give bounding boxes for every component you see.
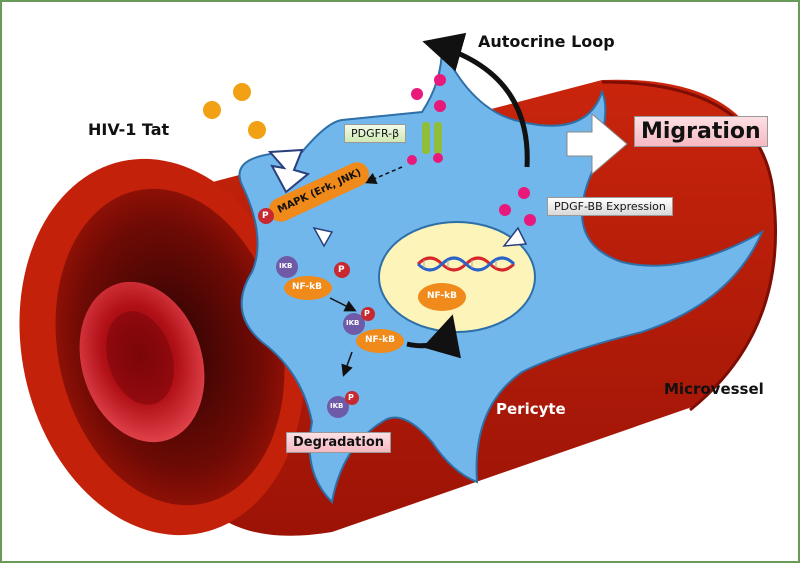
autocrine-loop-arrow xyxy=(422,32,530,168)
pdgf-expression-label: PDGF-BB Expression xyxy=(547,197,673,216)
microvessel-label: Microvessel xyxy=(664,380,764,398)
ikb-protein xyxy=(343,313,365,335)
nfkb-translocation-arrow xyxy=(406,314,461,359)
signal-arrow xyxy=(312,226,334,248)
p-label: P xyxy=(338,265,345,275)
pdgf-bb-ligand xyxy=(518,187,530,199)
pericyte-label: Pericyte xyxy=(496,400,566,418)
pdgf-bb-ligand xyxy=(433,153,443,163)
hiv-tat-molecule xyxy=(233,83,251,101)
hiv-tat-label: HIV-1 Tat xyxy=(88,120,170,139)
migration-label: Migration xyxy=(634,116,768,147)
ikb-label: IKB xyxy=(346,319,360,327)
nfkb-label: NF-kB xyxy=(292,282,322,292)
p-label: P xyxy=(348,393,354,402)
ikb-label: IKB xyxy=(279,262,293,270)
hiv-tat-molecule xyxy=(203,101,221,119)
pdgf-bb-ligand xyxy=(499,204,511,216)
p-label: P xyxy=(262,211,269,221)
expression-arrow xyxy=(502,226,528,247)
phospho-marker xyxy=(334,262,350,278)
pdgf-bb-ligand xyxy=(434,74,446,86)
receptor-to-mapk-arrow xyxy=(364,166,403,184)
dna-helix-icon xyxy=(416,256,516,272)
pdgfr-receptor-icon xyxy=(422,122,442,154)
pdgf-bb-ligand xyxy=(524,214,536,226)
phospho-marker xyxy=(258,208,274,224)
migration-arrow xyxy=(566,112,628,176)
nfkb-protein xyxy=(284,276,332,300)
pdgf-bb-ligand xyxy=(434,100,446,112)
pdgf-bb-ligand xyxy=(407,155,417,165)
nfkb-nuclear-label: NF-kB xyxy=(427,291,457,301)
tat-entry-arrow xyxy=(267,148,311,194)
pdgfr-label: PDGFR-β xyxy=(344,124,407,143)
ikb-label: IKB xyxy=(330,402,344,410)
nfkb-nuclear xyxy=(418,283,466,311)
ikb-protein xyxy=(327,396,349,418)
phospho-marker xyxy=(361,307,375,321)
mapk-complex xyxy=(268,162,370,222)
nfkb-label: NF-kB xyxy=(365,335,395,345)
p-label: P xyxy=(364,309,370,318)
nfkb-protein xyxy=(356,329,404,353)
degradation-label: Degradation xyxy=(286,432,392,453)
autocrine-loop-label: Autocrine Loop xyxy=(478,32,615,51)
hiv-tat-molecule xyxy=(248,121,266,139)
phospho-marker xyxy=(345,391,359,405)
ikb-protein xyxy=(276,256,298,278)
pdgf-bb-ligand xyxy=(411,88,423,100)
